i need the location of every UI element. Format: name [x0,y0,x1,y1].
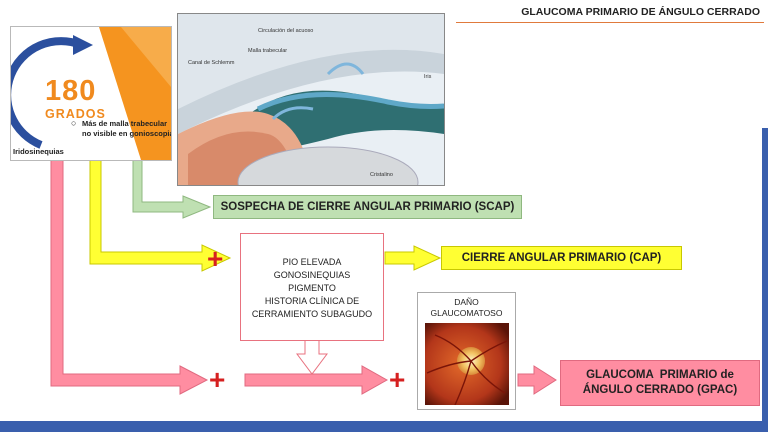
optic-disc-image [425,323,509,405]
anatomy-label: Circulación del acuoso [258,28,314,34]
card-bullet-text: Más de malla trabecular no visible en go… [82,119,172,138]
pink-arrow-right [517,365,557,395]
right-accent-bar [762,128,768,421]
criteria-line: CERRAMIENTO SUBAGUDO [251,309,373,319]
bullet-circle-icon: ○ [71,118,77,128]
gpac-line-1: GLAUCOMA PRIMARIO de [586,369,734,381]
anatomy-label: Iris [424,74,432,80]
damage-label: GLAUCOMATOSO [430,308,503,318]
anatomy-label: Cristalino [370,172,393,178]
glaucomatous-damage-box: DAÑO GLAUCOMATOSO [417,292,516,410]
pink-arrow-middle [244,365,389,395]
cap-box: CIERRE ANGULAR PRIMARIO (CAP) [441,246,682,270]
anatomy-label: Malla trabecular [248,48,288,54]
yellow-arrow [89,158,232,272]
damage-label: DAÑO [454,297,479,307]
eye-angle-illustration: Circulación del acuoso Malla trabecular … [177,13,445,186]
criteria-line: GONOSINEQUIAS [273,270,351,280]
degrees-number: 180 [45,75,97,107]
criteria-line: PIGMENTO [288,283,336,293]
plus-icon: + [389,364,406,395]
gpac-box: GLAUCOMA PRIMARIO de ÁNGULO CERRADO (GPA… [560,360,760,406]
green-arrow [132,158,212,219]
yellow-arrow-cap [384,245,442,271]
plus-icon: + [209,364,226,395]
down-arrow-outline [296,341,328,375]
card-extra-text: Iridosinequias [13,147,64,156]
pink-arrow-left [50,158,209,395]
eye-angle-drawing [178,14,444,185]
anatomy-label: Canal de Schlemm [188,60,235,66]
bottom-accent-bar [0,421,768,432]
scap-box: SOSPECHA DE CIERRE ANGULAR PRIMARIO (SCA… [213,195,522,219]
slide-title: GLAUCOMA PRIMARIO DE ÁNGULO CERRADO [521,6,760,18]
degrees-unit: GRADOS [45,107,106,121]
criteria-line: HISTORIA CLÍNICA DE [264,296,360,306]
gonioscopy-card: 180 GRADOS ○ Más de malla trabecular no … [10,26,172,161]
gpac-line-2: ÁNGULO CERRADO (GPAC) [582,384,738,396]
criteria-box: PIO ELEVADA GONOSINEQUIAS PIGMENTO HISTO… [240,233,384,341]
criteria-line: PIO ELEVADA [282,257,342,267]
title-underline [456,22,764,23]
card-graphic [11,27,171,160]
plus-icon: + [207,243,224,274]
